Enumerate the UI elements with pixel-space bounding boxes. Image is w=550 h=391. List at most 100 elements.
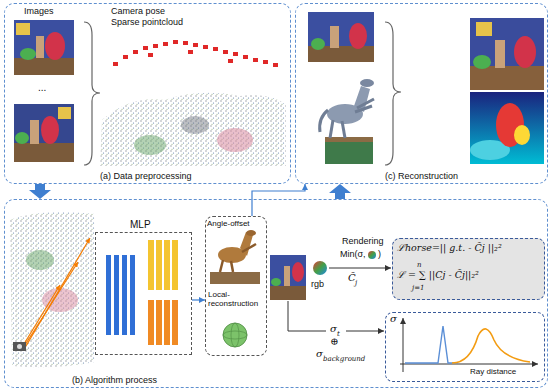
mlp-layer	[164, 240, 170, 290]
local-reconstruction-label: Local-reconstruction	[208, 290, 264, 308]
camera-pose	[133, 50, 138, 54]
camera-pose	[263, 60, 268, 64]
panel-caption: (a) Data preprocessing	[100, 171, 192, 181]
horse-image	[242, 244, 256, 252]
point-cloud	[134, 135, 166, 155]
pointcloud-label: Sparse pointcloud	[111, 17, 183, 27]
mlp-layer	[148, 300, 154, 345]
mlp-layer	[172, 300, 178, 345]
image-label: Images	[24, 6, 54, 16]
algorithm-panel: MLPAngle-offsetLocal-reconstructionℒhors…	[4, 199, 548, 388]
subscript: j	[355, 279, 357, 287]
horse-image	[210, 230, 260, 284]
input-image	[16, 23, 30, 35]
horse-model	[330, 120, 333, 138]
density-graph-box: σRay distance	[385, 312, 545, 382]
input-image	[14, 104, 74, 162]
sum-limit: j=1	[412, 284, 425, 292]
pose-label: Camera pose	[111, 6, 165, 16]
mlp-layer	[148, 240, 154, 290]
rendered-image	[284, 266, 290, 286]
point-cloud	[10, 212, 95, 367]
sphere-icon	[368, 251, 376, 259]
camera-pose	[143, 46, 148, 50]
input-image	[14, 58, 74, 75]
camera-ray	[26, 238, 90, 346]
loss-formula: ℒhorse=|| g.t. - C̃j ||₂²	[397, 243, 502, 254]
rendering-label: Rendering	[342, 236, 384, 246]
point-cloud	[26, 250, 54, 270]
horse-image	[231, 261, 233, 272]
input-image	[14, 104, 74, 162]
block-arrow	[329, 184, 351, 199]
horse-image	[246, 230, 256, 236]
mlp-layer	[156, 240, 162, 290]
horse-model	[325, 137, 373, 142]
camera-pose	[253, 58, 258, 62]
mlp-layer	[172, 240, 178, 290]
rendered-image	[270, 255, 306, 300]
loss-term: )	[378, 249, 381, 259]
camera-pose	[148, 53, 153, 57]
mlp-layer	[106, 255, 135, 335]
brace	[385, 22, 401, 165]
horse-image	[210, 272, 260, 284]
rendered-image	[470, 66, 544, 90]
horse-model	[355, 106, 372, 112]
camera-pose	[243, 55, 248, 59]
horse-model	[342, 121, 345, 138]
ellipsis: ...	[38, 82, 46, 94]
rendered-image	[270, 255, 306, 300]
rendered-image	[270, 286, 306, 300]
flow-arrow	[192, 299, 205, 300]
density-curve	[452, 329, 530, 363]
preprocessing-panel: Images... Camera poseSparse pointcloud (a)…	[4, 3, 291, 184]
panel-caption: (b) Algorithm process	[72, 375, 157, 385]
mlp-label: MLP	[130, 219, 151, 231]
camera-icon	[13, 342, 26, 351]
subscript: background	[323, 355, 365, 363]
panel-caption: (c) Reconstruction	[385, 171, 458, 181]
mlp-layer	[148, 240, 178, 290]
mlp-box: MLP	[95, 232, 192, 355]
input-image	[20, 48, 36, 60]
mlp-layer	[122, 255, 127, 335]
rendered-image	[470, 18, 544, 90]
input-image	[36, 36, 44, 58]
camera-pose	[113, 62, 118, 66]
point-cloud	[217, 128, 253, 152]
color-symbol: C̃	[348, 272, 356, 284]
camera-pose	[153, 44, 158, 48]
input-image	[30, 120, 39, 144]
rendered-image	[470, 18, 544, 90]
density-arrow	[346, 331, 384, 332]
local-sphere	[223, 323, 247, 347]
sum-limit: n	[417, 261, 422, 269]
density-line	[288, 301, 326, 331]
horse-model	[325, 140, 373, 164]
render-arrow	[329, 268, 391, 269]
graph-axis	[400, 318, 538, 372]
camera-ray	[24, 238, 90, 346]
rendered-image	[292, 262, 304, 282]
input-image	[15, 132, 29, 144]
point-cloud	[42, 288, 78, 312]
horse-model	[320, 79, 374, 164]
reconstruction-panel: (c) Reconstruction	[295, 3, 548, 184]
input-image	[311, 38, 325, 50]
mlp-layer	[164, 300, 170, 345]
mlp-layer	[130, 255, 135, 335]
depth-map	[470, 92, 544, 164]
mlp-layer	[114, 255, 119, 335]
rendered-image	[271, 278, 281, 286]
rendered-image	[495, 40, 505, 68]
input-image	[349, 23, 367, 49]
brace	[84, 22, 100, 165]
density-curve	[405, 326, 458, 363]
local-sphere	[223, 323, 247, 347]
depth-map	[470, 92, 544, 164]
block-arrow	[29, 184, 51, 199]
input-image	[58, 107, 71, 119]
